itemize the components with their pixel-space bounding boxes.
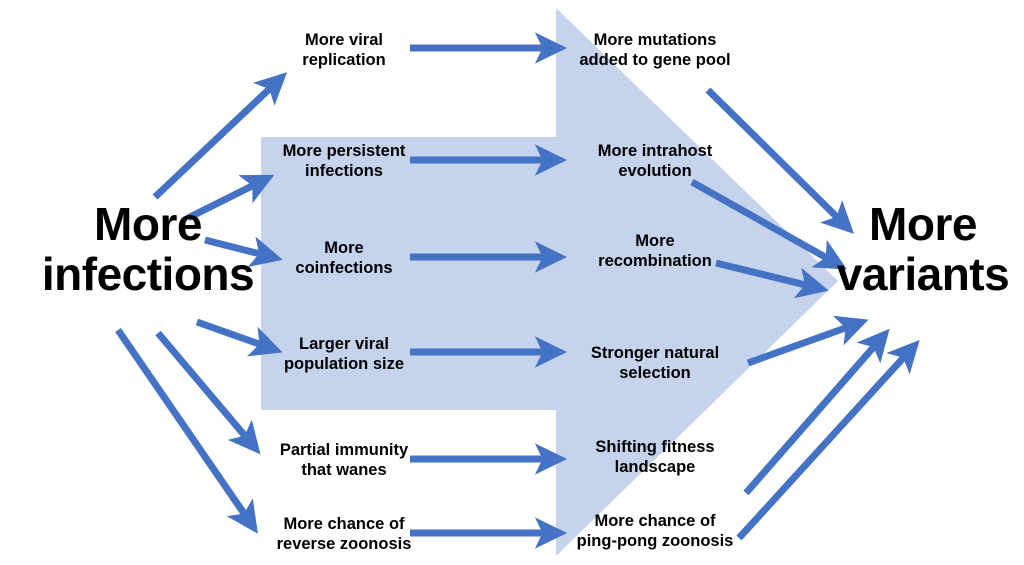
arrow-source-to-larger-viral-population-size	[195, 318, 283, 357]
node-partial-immunity-that-wanes: Partial immunity that wanes	[279, 441, 409, 480]
arrow-shifting-fitness-landscape-to-target	[743, 328, 890, 496]
arrow-stronger-natural-selection-to-target	[746, 315, 869, 367]
node-more-intrahost-evolution: More intrahost evolution	[597, 142, 713, 181]
node-larger-viral-population-size: Larger viral population size	[283, 335, 405, 374]
big-block-arrow-icon	[261, 8, 838, 556]
node-more-chance-of-ping-pong-zoonosis: More chance of ping-pong zoonosis	[576, 512, 734, 551]
endpoint-source-label: More infections	[41, 198, 255, 300]
node-more-viral-replication: More viral replication	[302, 31, 386, 70]
arrow-source-to-more-coinfections	[204, 236, 283, 268]
arrow-more-recombination-to-target	[715, 259, 829, 299]
arrow-source-to-more-persistent-infections	[186, 174, 275, 222]
node-shifting-fitness-landscape: Shifting fitness landscape	[595, 438, 715, 477]
arrow-more-intrahost-evolution-to-target	[690, 178, 848, 270]
node-more-chance-of-reverse-zoonosis: More chance of reverse zoonosis	[276, 515, 412, 554]
endpoint-target-label: More variants	[836, 198, 1010, 300]
arrow-source-to-more-viral-replication	[152, 72, 288, 200]
node-more-coinfections: More coinfections	[295, 239, 393, 278]
arrow-more-mutations-to-target	[705, 87, 854, 234]
arrow-ping-pong-zoonosis-to-target	[736, 339, 920, 541]
node-stronger-natural-selection: Stronger natural selection	[590, 344, 720, 383]
node-more-mutations-added-to-gene-pool: More mutations added to gene pool	[579, 31, 731, 70]
node-more-recombination: More recombination	[598, 232, 712, 271]
arrow-source-to-more-chance-of-reverse-zoonosis	[115, 328, 258, 534]
node-more-persistent-infections: More persistent infections	[282, 142, 406, 181]
arrow-source-to-partial-immunity-that-wanes	[155, 330, 261, 455]
